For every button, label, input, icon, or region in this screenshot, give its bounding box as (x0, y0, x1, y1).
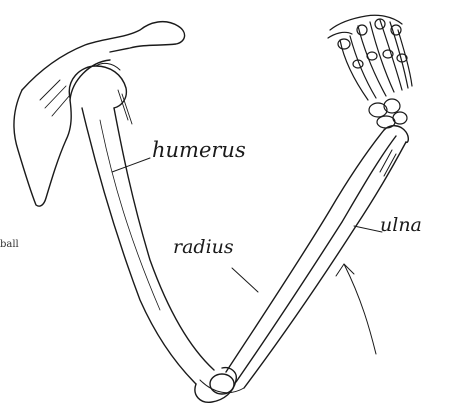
ulna-bone (244, 126, 408, 388)
cut-off-text: ball (0, 240, 19, 250)
pointer-arrow-curve (344, 264, 376, 354)
radius-label: radius (173, 238, 234, 257)
ulna-leader-line (354, 226, 382, 232)
scapula-shape (14, 22, 185, 207)
humerus-leader-line (112, 158, 150, 172)
humerus-label: humerus (152, 140, 246, 161)
humerus-head (69, 63, 132, 124)
hand-bones (328, 15, 412, 100)
ulna-label: ulna (380, 216, 422, 235)
wrist-bones (369, 99, 407, 128)
radius-bone (226, 130, 396, 382)
radius-leader-line (232, 268, 258, 292)
elbow-joint (195, 368, 244, 403)
